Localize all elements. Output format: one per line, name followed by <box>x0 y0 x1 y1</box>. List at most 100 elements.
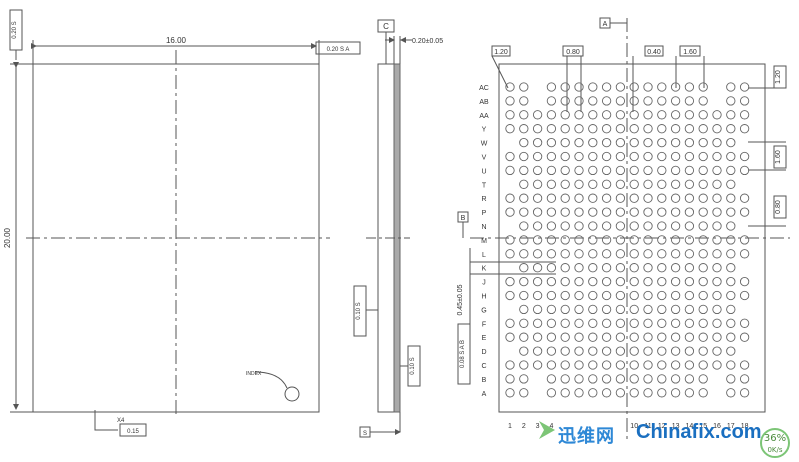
solder-ball <box>629 304 639 315</box>
col-label: 12 <box>658 423 666 430</box>
solder-ball <box>657 276 667 287</box>
solder-ball <box>657 82 667 92</box>
solder-ball <box>670 179 681 189</box>
solder-ball <box>532 124 543 134</box>
solder-ball <box>505 235 515 245</box>
solder-ball <box>739 207 750 217</box>
solder-ball <box>532 360 543 370</box>
solder-ball <box>657 360 667 370</box>
solder-ball <box>505 96 515 106</box>
ball-grid <box>505 82 750 398</box>
solder-ball <box>588 388 598 398</box>
flatness-text: 0.20 S <box>12 21 18 38</box>
solder-ball <box>560 221 570 231</box>
ball-view-text: A B 1.20 0.80 0.40 1.60 1.20 1.60 0.80 0… <box>457 21 782 368</box>
solder-ball <box>698 110 708 120</box>
side-view <box>353 19 421 438</box>
solder-ball <box>712 263 722 273</box>
solder-ball <box>739 110 750 120</box>
solder-ball <box>712 221 722 231</box>
solder-ball <box>629 179 639 189</box>
solder-ball <box>615 374 626 384</box>
solder-ball <box>532 193 543 203</box>
solder-ball <box>726 82 736 92</box>
solder-ball <box>739 235 750 245</box>
solder-ball <box>643 179 653 189</box>
solder-ball <box>588 374 598 384</box>
solder-ball <box>532 179 543 189</box>
solder-ball <box>601 263 612 273</box>
solder-ball <box>684 263 695 273</box>
solder-ball <box>670 207 681 217</box>
solder-ball <box>546 221 557 231</box>
solder-ball <box>505 276 515 287</box>
solder-ball <box>546 388 557 398</box>
solder-ball <box>519 137 529 148</box>
solder-ball <box>615 388 626 398</box>
solder-ball <box>684 290 695 301</box>
col-label: 11 <box>644 423 651 430</box>
solder-ball <box>629 110 639 120</box>
solder-ball <box>532 290 543 301</box>
solder-ball <box>657 388 667 398</box>
solder-ball <box>684 346 695 356</box>
solder-ball <box>643 82 653 92</box>
solder-ball <box>629 235 639 245</box>
corner-note-leader <box>94 410 118 431</box>
row-label: A <box>482 391 487 398</box>
solder-ball <box>629 165 639 176</box>
thickness-text: 0.20±0.05 <box>412 38 443 45</box>
solder-ball <box>519 207 529 217</box>
row-label: P <box>482 210 487 217</box>
solder-ball <box>670 221 681 231</box>
solder-ball <box>588 179 598 189</box>
solder-ball <box>670 137 681 148</box>
solder-ball <box>560 96 570 106</box>
solder-ball <box>505 360 515 370</box>
pitch-label-2: 0.80 <box>566 49 580 56</box>
solder-ball <box>726 235 736 245</box>
solder-ball <box>643 110 653 120</box>
solder-ball <box>505 124 515 134</box>
solder-ball <box>712 276 722 287</box>
solder-ball <box>615 96 626 106</box>
solder-ball <box>574 235 584 245</box>
solder-ball <box>615 346 626 356</box>
solder-ball <box>698 332 708 342</box>
ball-diameter-callout <box>457 248 556 385</box>
datum-c-text: C <box>383 22 389 31</box>
solder-ball <box>657 165 667 176</box>
solder-ball <box>657 318 667 328</box>
row-label: U <box>481 168 486 175</box>
solder-ball <box>588 96 598 106</box>
solder-ball <box>657 304 667 315</box>
solder-ball <box>546 207 557 217</box>
solder-ball <box>670 374 681 384</box>
solder-ball <box>560 318 570 328</box>
row-label: R <box>481 196 486 203</box>
col-label: 13 <box>672 423 680 430</box>
solder-ball <box>574 137 584 148</box>
row-label: D <box>481 349 486 356</box>
solder-ball <box>574 332 584 342</box>
solder-ball <box>698 318 708 328</box>
solder-ball <box>643 374 653 384</box>
solder-ball <box>712 124 722 134</box>
solder-ball <box>574 179 584 189</box>
solder-ball <box>670 110 681 120</box>
solder-ball <box>712 235 722 245</box>
solder-ball <box>546 165 557 176</box>
solder-ball <box>546 304 557 315</box>
solder-ball <box>546 249 557 259</box>
solder-ball <box>601 124 612 134</box>
row-label: M <box>481 238 487 245</box>
solder-ball <box>532 318 543 328</box>
solder-ball <box>588 235 598 245</box>
solder-ball <box>670 82 681 92</box>
solder-ball <box>519 110 529 120</box>
datum-s-frame <box>359 426 371 438</box>
solder-ball <box>532 165 543 176</box>
solder-ball <box>670 318 681 328</box>
ball-diameter-text: 0.45±0.05 <box>457 284 464 315</box>
solder-ball <box>698 124 708 134</box>
